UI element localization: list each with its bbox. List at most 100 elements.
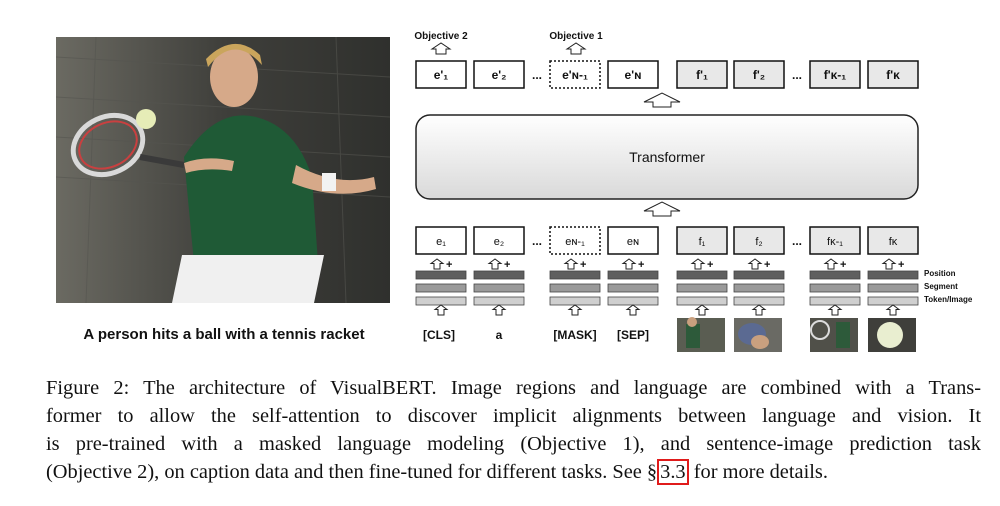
embedding-label-position: Position	[924, 269, 956, 278]
figure-caption-line: Figure 2: The architecture of VisualBERT…	[46, 377, 981, 399]
input-arrow	[567, 304, 583, 316]
transformer-block	[415, 114, 919, 200]
figure-caption-text: (Objective 2), on caption data and then …	[46, 461, 658, 483]
ellipsis: ...	[532, 68, 542, 82]
embedding-bar	[867, 283, 919, 293]
transformer-output-arrow	[643, 92, 681, 108]
embedding-bar	[415, 270, 467, 280]
plus-sign: +	[638, 259, 644, 271]
figure-caption-line: former to allow the self-attention to di…	[46, 405, 981, 427]
output-text-token	[415, 60, 659, 89]
figure-caption: Figure 2: The architecture of VisualBERT…	[46, 374, 981, 486]
objective-2-label: Objective 2	[414, 31, 468, 42]
image-region-thumbnail	[868, 318, 916, 352]
output-image-token-label: f'ᴋ-₁	[824, 68, 847, 82]
ellipsis: ...	[532, 234, 542, 248]
input-image-token	[676, 226, 919, 255]
embedding-bar	[415, 296, 467, 306]
plus-arrow	[429, 258, 445, 270]
embedding-bar	[676, 296, 728, 306]
input-image-token-label: fᴋ	[889, 236, 898, 248]
embedding-bar	[809, 283, 861, 293]
section-reference-link[interactable]: 3.3	[657, 459, 689, 485]
visualbert-architecture-diagram: Objective 2 Objective 1 e'₁ e'₂ e'ɴ-₁ e'…	[414, 31, 973, 352]
embedding-bar	[607, 270, 659, 280]
word-token: [SEP]	[617, 328, 649, 342]
input-text-token-label: eɴ-₁	[565, 236, 585, 248]
output-image-token-label: f'₂	[753, 68, 765, 82]
embedding-bar	[549, 283, 601, 293]
input-text-token-label: e₁	[436, 236, 446, 248]
embedding-bar	[607, 283, 659, 293]
embedding-bar	[473, 270, 525, 280]
input-arrow	[694, 304, 710, 316]
embedding-bar	[733, 296, 785, 306]
figure-caption-last-line: (Objective 2), on caption data and then …	[46, 458, 981, 486]
embedding-bar	[733, 283, 785, 293]
transformer-label: Transformer	[629, 149, 705, 165]
input-arrow	[433, 304, 449, 316]
embedding-bar	[867, 270, 919, 280]
output-text-token-label: e'ɴ	[625, 68, 642, 82]
plus-arrow	[487, 258, 503, 270]
output-text-token-label: e'₁	[434, 68, 449, 82]
embedding-bar	[415, 283, 467, 293]
embedding-label-token-image: Token/Image	[924, 295, 973, 304]
embedding-bar	[607, 296, 659, 306]
plus-sign: +	[446, 259, 452, 271]
figure-caption-line: is pre-trained with a masked language mo…	[46, 433, 981, 455]
plus-arrow	[690, 258, 706, 270]
input-arrow	[885, 304, 901, 316]
plus-arrow	[563, 258, 579, 270]
embedding-bar	[549, 270, 601, 280]
embedding-bar	[809, 270, 861, 280]
plus-signs: ++++++++	[446, 259, 904, 271]
embedding-bar	[473, 283, 525, 293]
plus-sign: +	[580, 259, 586, 271]
word-token: a	[496, 328, 503, 342]
embedding-label-segment: Segment	[924, 282, 958, 291]
plus-sign: +	[764, 259, 770, 271]
output-text-token-label: e'₂	[492, 68, 507, 82]
tennis-photo	[56, 37, 390, 303]
input-image-token-label: f₂	[755, 236, 762, 248]
objective-1-arrow	[565, 42, 587, 55]
plus-arrow	[881, 258, 897, 270]
plus-arrows	[429, 258, 897, 270]
input-arrows	[433, 304, 901, 316]
input-arrow	[491, 304, 507, 316]
ellipsis: ...	[792, 234, 802, 248]
embedding-bar	[676, 283, 728, 293]
embedding-bar	[549, 296, 601, 306]
plus-sign: +	[504, 259, 510, 271]
word-token: [CLS]	[423, 328, 455, 342]
input-image-token-label: fᴋ-₁	[827, 236, 843, 248]
figure-caption-text: for more details.	[688, 461, 828, 483]
word-token: [MASK]	[553, 328, 596, 342]
output-text-token-label: e'ɴ-₁	[562, 68, 588, 82]
input-arrow	[751, 304, 767, 316]
plus-sign: +	[707, 259, 713, 271]
embedding-bar	[676, 270, 728, 280]
embedding-bar	[733, 270, 785, 280]
input-text-token	[415, 226, 659, 255]
output-image-token-label: f'₁	[696, 68, 708, 82]
image-caption: A person hits a ball with a tennis racke…	[83, 326, 365, 343]
plus-sign: +	[898, 259, 904, 271]
image-region-thumbnail	[810, 318, 858, 352]
input-text-token-label: e₂	[494, 236, 504, 248]
input-image-token-label: f₁	[699, 236, 706, 248]
input-text-token-label: eɴ	[627, 236, 639, 248]
image-region-thumbnail	[677, 317, 725, 352]
embedding-bar	[473, 296, 525, 306]
embedding-bar	[809, 296, 861, 306]
ellipsis: ...	[792, 68, 802, 82]
input-arrow	[625, 304, 641, 316]
embedding-bar	[867, 296, 919, 306]
output-image-token	[676, 60, 919, 89]
output-image-token-label: f'ᴋ	[886, 68, 900, 82]
plus-arrow	[823, 258, 839, 270]
transformer-input-arrow	[643, 201, 681, 217]
objective-2-arrow	[430, 42, 452, 55]
plus-arrow	[747, 258, 763, 270]
